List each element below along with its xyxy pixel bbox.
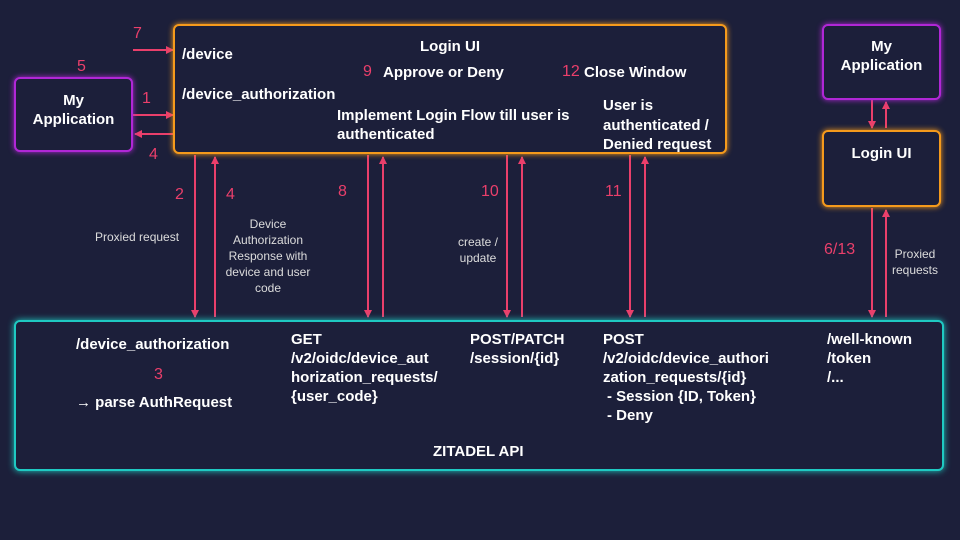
api-col2-line4: {user_code} [291,388,378,405]
device-authorization-endpoint: /device_authorization [182,86,336,103]
api-col3-line2: /session/{id} [470,350,560,367]
api-col1-line2: → parse AuthRequest [76,394,233,411]
api-col2-line3: horization_requests/ [291,369,438,386]
zitadel-api-box [14,320,944,471]
api-col4-line4: - Session {ID, Token} [607,388,756,405]
left-my-application-box: My Application [14,77,133,152]
user-status-line3: Denied request [603,136,712,153]
login-ui-main-box [173,24,727,154]
create-update-note: create / update [448,234,508,266]
step-4-left-label: 4 [149,146,158,163]
device-authorization-response-note: Device Authorization Response with devic… [224,216,312,296]
api-col4-line1: POST [603,331,644,348]
step-11-label: 11 [605,183,622,200]
left-app-title-line2: Application [32,111,115,128]
dar-line1: Device [249,217,287,231]
api-col5-line2: /token [827,350,872,367]
step-2-label: 2 [175,186,184,203]
api-col5-line1: /well-known [827,331,913,348]
step-7-label: 7 [133,25,142,42]
proxied-request-note: Proxied request [95,230,180,244]
right-my-application-box: My Application [822,24,941,100]
right-app-title-line2: Application [840,57,923,74]
implement-line1: Implement Login Flow till user is [337,107,570,124]
right-login-ui-title: Login UI [851,145,912,162]
right-app-title-line1: My [871,38,892,55]
login-ui-title: Login UI [420,38,480,55]
dar-line2: Authorization [232,233,304,247]
dar-line3: Response with [228,249,308,263]
implement-line2: authenticated [337,126,435,143]
create-line2: update [459,251,497,265]
close-window: Close Window [584,64,687,81]
right-login-ui-box: Login UI [822,130,941,207]
user-status-line1: User is [603,97,654,114]
dar-line4: device and user [225,265,311,279]
api-col4-line2: /v2/oidc/device_authori [603,350,769,367]
proxied-r-line1: Proxied [894,247,936,261]
api-col5-line3: /... [827,369,844,386]
proxied-requests-right-note: Proxied requests [887,246,943,278]
approve-or-deny: Approve or Deny [383,64,504,81]
api-col3-line1: POST/PATCH [470,331,565,348]
step-1-label: 1 [142,90,151,107]
step-8-label: 8 [338,183,347,200]
left-app-title-line1: My [63,92,84,109]
create-line1: create / [457,235,499,249]
step-9-label: 9 [363,63,372,80]
api-col1-line1: /device_authorization [76,336,230,353]
zitadel-api-title: ZITADEL API [433,443,524,460]
step-4-vertical-label: 4 [226,186,235,203]
device-endpoint: /device [182,46,233,63]
step-5-label: 5 [77,58,86,75]
dar-line5: code [254,281,282,295]
api-col2-line1: GET [291,331,322,348]
step-12-label: 12 [562,63,580,80]
step-10-label: 10 [481,183,499,200]
user-status-line2: authenticated / [603,117,709,134]
api-col4-line3: zation_requests/{id} [603,369,747,386]
step-6-13-label: 6/13 [824,241,856,258]
api-col4-line5: - Deny [607,407,653,424]
proxied-r-line2: requests [891,263,939,277]
step-3-label: 3 [154,366,163,383]
api-col2-line2: /v2/oidc/device_aut [291,350,429,367]
